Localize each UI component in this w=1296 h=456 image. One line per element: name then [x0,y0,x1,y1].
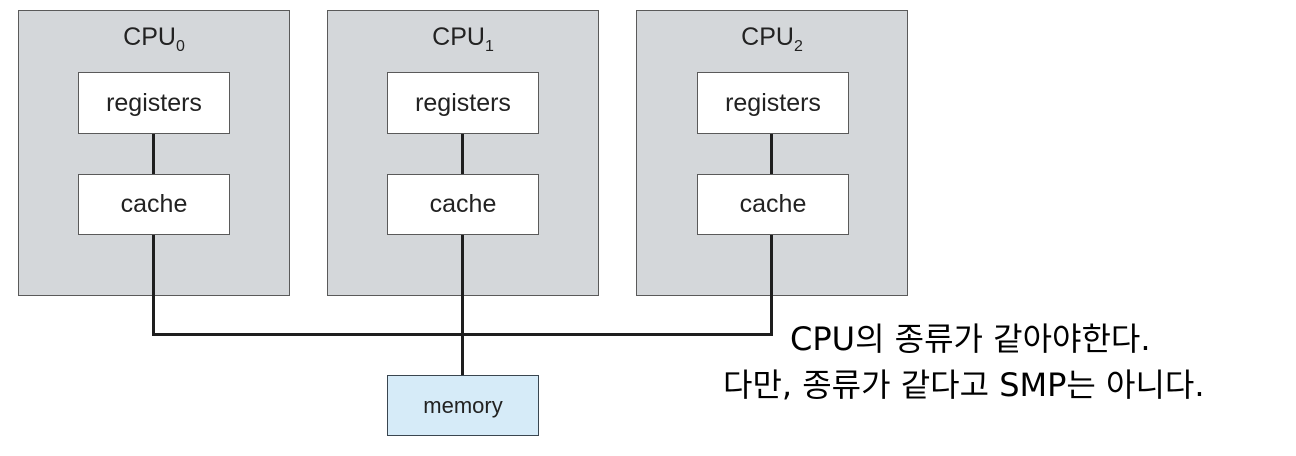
annotation-line-1: CPU의 종류가 같아야한다. [790,320,1151,358]
cpu-1-label: CPU1 [432,23,494,55]
cpu-1-cache: cache [387,174,539,235]
cpu-0-label: CPU0 [123,23,185,55]
cpu-2-cache: cache [697,174,849,235]
cpu-0-registers-cache-link [152,134,155,174]
cpu-2-registers: registers [697,72,849,134]
memory-module: memory [387,375,539,436]
cpu-2-registers-cache-link [770,134,773,174]
cpu-2-bus-drop [770,235,773,336]
cpu-1-registers: registers [387,72,539,134]
cpu-1-registers-cache-link [461,134,464,174]
system-bus [152,333,773,336]
cpu-1-memory-link [461,235,464,376]
cpu-0-cache: cache [78,174,230,235]
cpu-0-bus-drop [152,235,155,336]
annotation-line-2: 다만, 종류가 같다고 SMP는 아니다. [723,366,1205,404]
cpu-0-registers: registers [78,72,230,134]
cpu-2-label: CPU2 [741,23,803,55]
